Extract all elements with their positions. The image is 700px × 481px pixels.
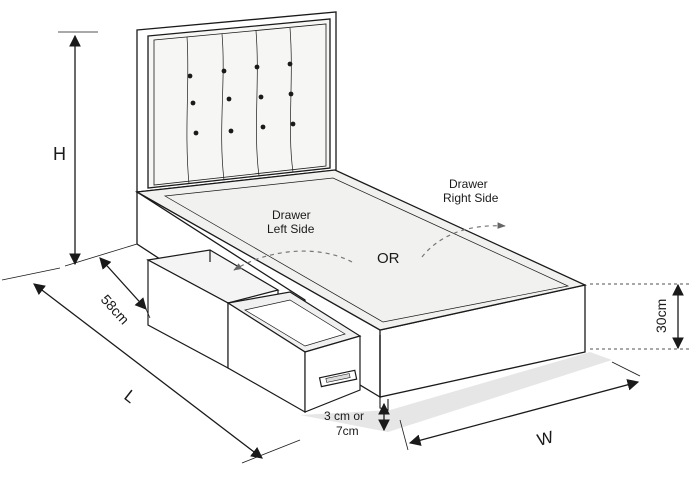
drawer-right-front <box>226 291 362 414</box>
mattress-inner-edge <box>163 177 570 323</box>
drawer-left-label-line1: Drawer <box>272 208 311 222</box>
leg-height-label-line2: 7cm <box>336 424 359 438</box>
drawer-right-label-line2: Right Side <box>443 191 499 205</box>
base-height-label: 30cm <box>653 299 669 333</box>
drawer-depth-label: 58cm <box>98 291 133 327</box>
mattress-top <box>134 169 588 331</box>
height-label: H <box>53 144 66 164</box>
dimension-lines <box>1 31 690 464</box>
headboard-buttons <box>187 61 296 136</box>
drawer-left-label-line2: Left Side <box>267 222 315 236</box>
length-dimension-line <box>33 283 263 459</box>
length-label: L <box>121 386 140 407</box>
or-label: OR <box>377 250 400 267</box>
leg-height-label-line1: 3 cm or <box>324 409 364 423</box>
drawer-right-arrow <box>421 222 506 258</box>
drawer-right-label-line1: Drawer <box>449 177 488 191</box>
width-label: W <box>535 427 555 450</box>
drawer-left-arrow <box>233 250 353 271</box>
width-dimension-line <box>408 379 640 446</box>
headboard <box>136 11 337 193</box>
